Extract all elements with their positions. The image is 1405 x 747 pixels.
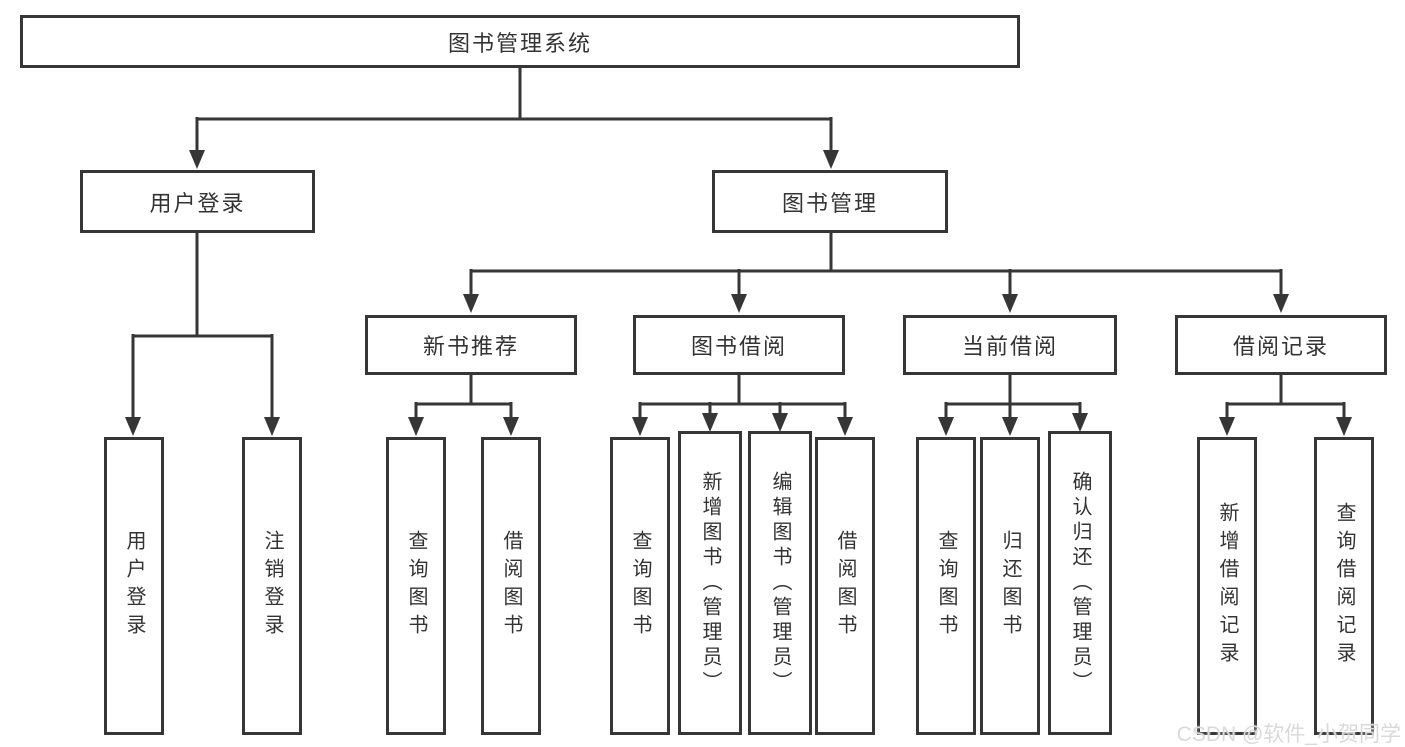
node-book-management: 图书管理 <box>712 170 948 233</box>
connector-book-management-to-level3 <box>463 231 1289 313</box>
node-borrowing-records: 借阅记录 <box>1175 315 1387 375</box>
node-leaf-return-books: 归还图书 <box>980 437 1040 735</box>
node-new-book-recommend: 新书推荐 <box>365 315 577 375</box>
connector-new-book-recommend-to-leaves <box>408 373 519 436</box>
connector-root-to-level2 <box>189 66 839 169</box>
connector-book-borrowing-to-leaves <box>632 373 853 436</box>
node-leaf-borrow-books-recommend: 借阅图书 <box>481 437 541 735</box>
node-leaf-add-book-admin: 新增图书（管理员） <box>678 431 742 735</box>
node-leaf-query-books-current: 查询图书 <box>916 437 976 735</box>
node-current-borrowing: 当前借阅 <box>903 315 1117 375</box>
node-leaf-query-borrow-record: 查询借阅记录 <box>1314 437 1374 735</box>
node-leaf-confirm-return-admin: 确认归还（管理员） <box>1048 431 1112 735</box>
node-leaf-add-borrow-record: 新增借阅记录 <box>1197 437 1257 735</box>
node-leaf-query-books-recommend: 查询图书 <box>386 437 446 735</box>
node-leaf-edit-book-admin: 编辑图书（管理员） <box>748 431 812 735</box>
connector-borrowing-records-to-leaves <box>1219 373 1352 436</box>
node-book-borrowing: 图书借阅 <box>633 315 845 375</box>
node-leaf-user-login: 用户登录 <box>104 437 164 735</box>
node-leaf-logout: 注销登录 <box>242 437 302 735</box>
watermark-text: CSDN @软件_小贺同学 <box>1176 723 1401 746</box>
connector-user-login-to-leaves <box>125 231 280 436</box>
node-leaf-query-books-borrowing: 查询图书 <box>610 437 670 735</box>
node-user-login: 用户登录 <box>80 170 315 233</box>
node-leaf-borrow-books-borrowing: 借阅图书 <box>815 437 875 735</box>
node-library-system: 图书管理系统 <box>20 15 1020 68</box>
connector-current-borrowing-to-leaves <box>938 373 1088 436</box>
